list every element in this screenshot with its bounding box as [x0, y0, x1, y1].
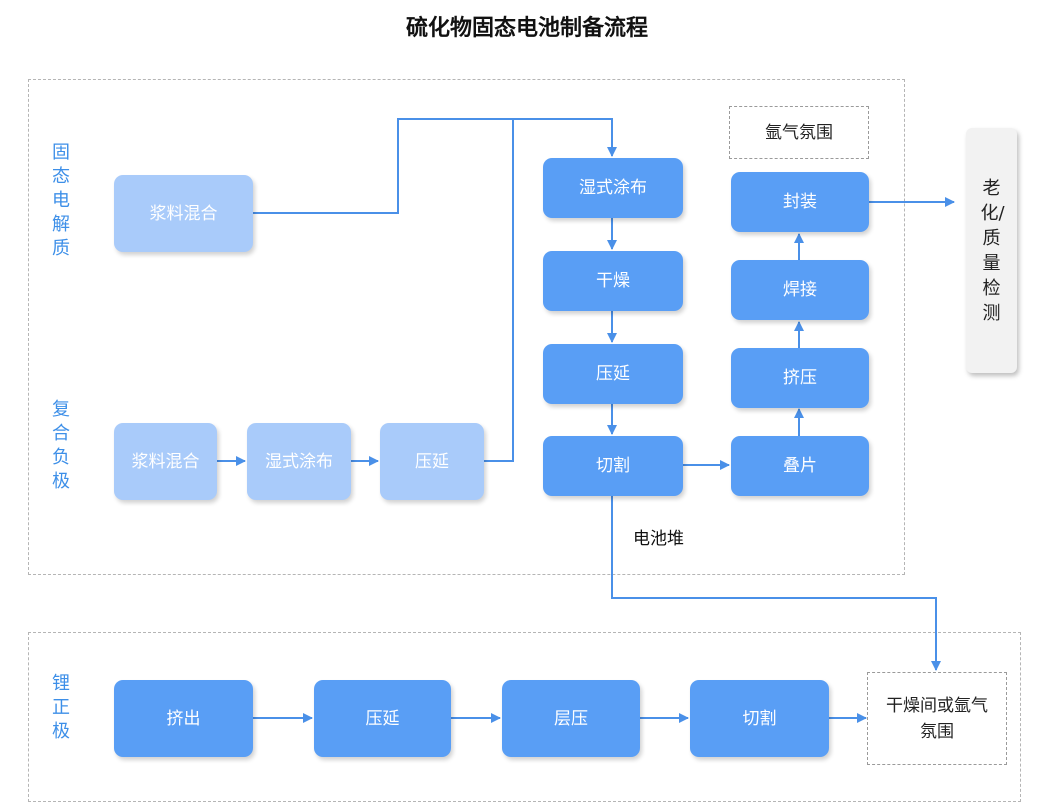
cutting-box: 切割 — [543, 436, 683, 496]
stacking-box: 叠片 — [731, 436, 869, 496]
aging-quality-check-box: 老化/质量检测 — [966, 128, 1017, 373]
drying-box: 干燥 — [543, 251, 683, 311]
battery-stack-label: 电池堆 — [633, 529, 684, 549]
anode-calendering-box: 压延 — [380, 423, 484, 500]
electrolyte-slurry-mixing-box: 浆料混合 — [114, 175, 253, 252]
cathode-cutting-box: 切割 — [690, 680, 829, 757]
dry-room-or-argon-box: 干燥间或氩气氛围 — [867, 672, 1007, 765]
upper-panel — [28, 79, 905, 575]
cathode-lamination-box: 层压 — [502, 680, 640, 757]
anode-slurry-mixing-box: 浆料混合 — [114, 423, 217, 500]
arrow-anode-to-coating — [484, 119, 514, 462]
packaging-box: 封装 — [731, 172, 869, 232]
label-composite-anode: 复合负极 — [52, 399, 70, 492]
label-solid-electrolyte: 固态电解质 — [52, 142, 70, 259]
cathode-calendering-box: 压延 — [314, 680, 451, 757]
aging-quality-check-label: 老化/质量检测 — [980, 177, 1005, 324]
arrow-cut-to-dryroom — [611, 496, 941, 671]
arrow-electrolyte-to-coating — [253, 118, 617, 214]
welding-box: 焊接 — [731, 260, 869, 320]
anode-wet-coating-box: 湿式涂布 — [247, 423, 351, 500]
diagram-title: 硫化物固态电池制备流程 — [405, 16, 648, 41]
pressing-box: 挤压 — [731, 348, 869, 408]
lower-panel — [28, 632, 1021, 802]
wet-coating-box: 湿式涂布 — [543, 158, 683, 218]
argon-atmosphere-box: 氩气氛围 — [729, 106, 869, 159]
calendering-box: 压延 — [543, 344, 683, 404]
cathode-extrusion-box: 挤出 — [114, 680, 253, 757]
label-lithium-cathode: 锂正极 — [52, 673, 70, 742]
